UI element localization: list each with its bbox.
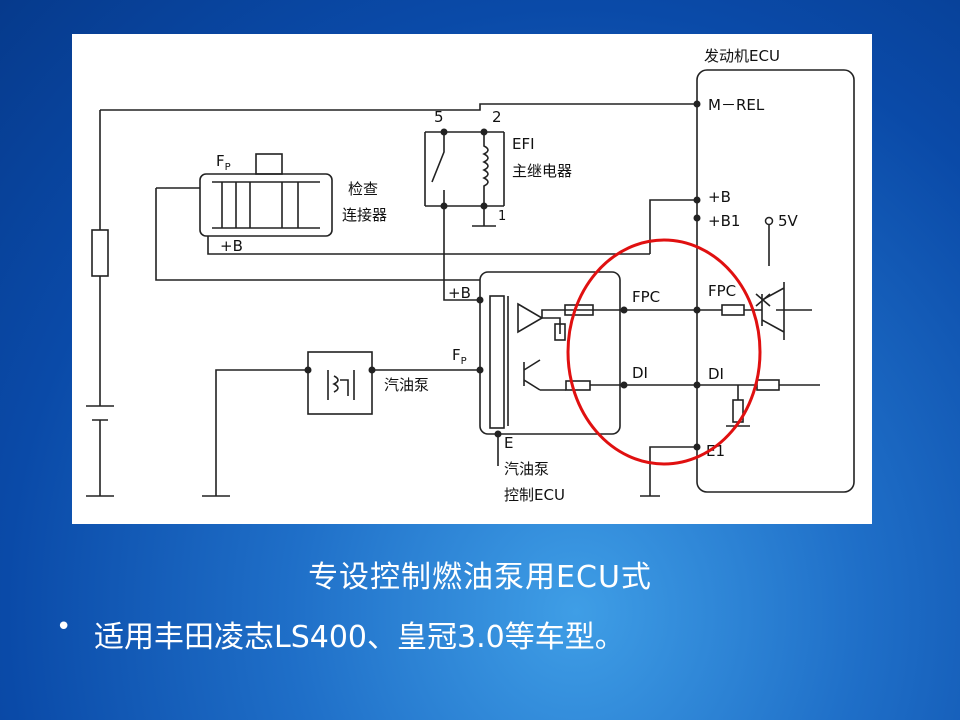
pump-ecu-plus-b-label: +B bbox=[448, 284, 471, 302]
relay-terminal-5: 5 bbox=[434, 108, 444, 126]
circuit-diagram-panel: 发动机ECU M－REL +B +B1 5V FPC DI E1 5 2 1 E… bbox=[72, 34, 872, 524]
bullet-text: 适用丰田凌志LS400、皇冠3.0等车型。 bbox=[94, 620, 625, 655]
battery bbox=[86, 276, 114, 497]
bullet-item: • 适用丰田凌志LS400、皇冠3.0等车型。 bbox=[56, 612, 936, 656]
pump-ecu-relay bbox=[489, 295, 505, 429]
pump-ecu-fpc-label: FPC bbox=[632, 288, 660, 306]
engine-ecu-label: 发动机ECU bbox=[704, 47, 780, 65]
relay-coil bbox=[482, 132, 489, 206]
engine-ecu-box bbox=[696, 69, 855, 493]
v5-terminal bbox=[764, 216, 774, 226]
check-connector-label-2: 连接器 bbox=[342, 206, 387, 224]
relay-terminal-2: 2 bbox=[492, 108, 502, 126]
plus-b1-label: +B1 bbox=[708, 212, 740, 230]
ecu-di-label: DI bbox=[708, 365, 724, 383]
ecu-plus-b-label: +B bbox=[708, 188, 731, 206]
efi-label-2: 主继电器 bbox=[512, 162, 572, 180]
fuse bbox=[91, 229, 109, 277]
pump-ecu-label-2: 控制ECU bbox=[504, 486, 565, 504]
e1-label: E1 bbox=[706, 442, 725, 460]
m-rel-label: M－REL bbox=[708, 96, 765, 114]
ecu-fpc-label: FPC bbox=[708, 282, 736, 300]
connector-plus-b-label: +B bbox=[220, 237, 243, 255]
check-connector bbox=[199, 173, 333, 237]
efi-label-1: EFI bbox=[512, 135, 535, 153]
pump-ecu-e-label: E bbox=[504, 434, 513, 452]
connector-fp-label: FP bbox=[216, 152, 231, 173]
pump-ecu-di-label: DI bbox=[632, 364, 648, 382]
efi-relay-box bbox=[424, 132, 505, 207]
terminal-plus-b1 bbox=[693, 214, 701, 222]
circuit-diagram: 发动机ECU M－REL +B +B1 5V FPC DI E1 5 2 1 E… bbox=[86, 47, 855, 504]
relay-terminal-1: 1 bbox=[498, 209, 506, 224]
relay-switch bbox=[431, 132, 445, 206]
fuel-pump-box bbox=[307, 351, 373, 415]
slide-caption: 专设控制燃油泵用ECU式 bbox=[308, 560, 652, 595]
pump-control-ecu-box bbox=[479, 271, 621, 435]
bullet-dot: • bbox=[56, 612, 72, 642]
ecu-transistor bbox=[761, 282, 812, 340]
ecu-di-resistor bbox=[756, 379, 780, 391]
fuel-pump-label: 汽油泵 bbox=[384, 376, 429, 394]
pump-ecu-label-1: 汽油泵 bbox=[504, 460, 549, 478]
v5-label: 5V bbox=[778, 212, 799, 230]
check-connector-label-1: 检查 bbox=[348, 180, 378, 198]
ecu-fpc-resistor bbox=[721, 304, 745, 316]
highlight-circle bbox=[566, 238, 762, 466]
pump-ecu-fp-label: FP bbox=[452, 346, 467, 367]
